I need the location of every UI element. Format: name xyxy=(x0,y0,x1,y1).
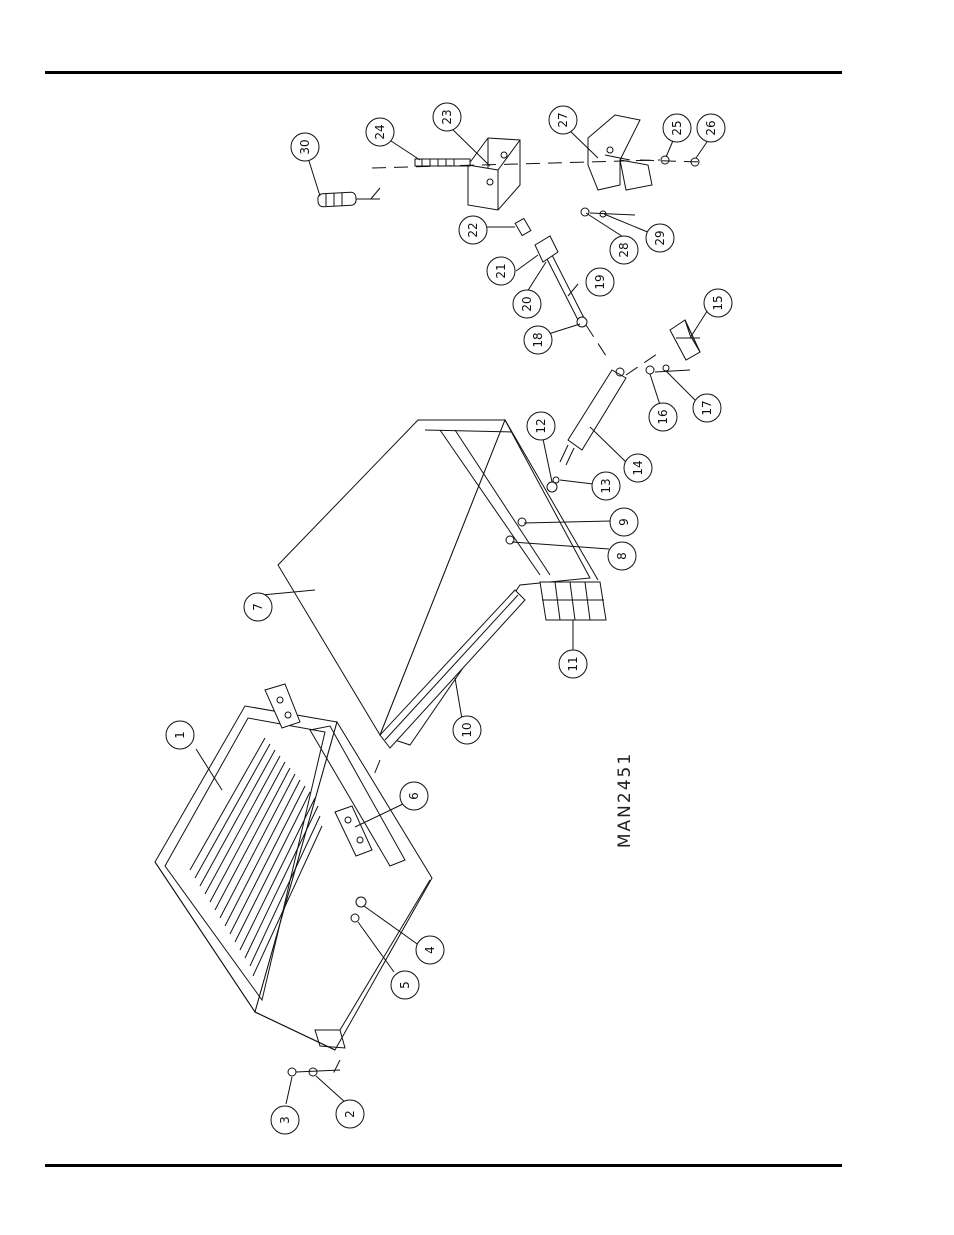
nut-2 xyxy=(308,1067,318,1077)
svg-text:10: 10 xyxy=(460,722,474,737)
hinge-plate-lower xyxy=(334,805,373,857)
callout-9: 9 xyxy=(609,507,639,537)
cabinet-housing xyxy=(154,705,433,1051)
washer-12 xyxy=(546,481,558,493)
mounting-block xyxy=(467,137,521,211)
nut-9 xyxy=(517,517,527,527)
gas-strut xyxy=(559,367,627,466)
grille xyxy=(189,737,323,977)
assembly-centerlines xyxy=(329,159,701,1081)
callout-16: 16 xyxy=(648,402,678,432)
svg-text:7: 7 xyxy=(251,603,265,611)
callout-27: 27 xyxy=(548,105,578,135)
svg-text:3: 3 xyxy=(278,1116,292,1124)
callout-18: 18 xyxy=(523,325,553,355)
svg-text:5: 5 xyxy=(398,981,412,989)
spacer-22 xyxy=(514,217,532,237)
bottom-rule xyxy=(45,1164,842,1167)
svg-text:21: 21 xyxy=(494,263,508,278)
callout-2: 2 xyxy=(335,1099,365,1129)
callout-22: 22 xyxy=(458,215,488,245)
svg-text:17: 17 xyxy=(700,400,714,415)
callout-3: 3 xyxy=(270,1105,300,1135)
handle-knob xyxy=(317,191,380,208)
callout-21: 21 xyxy=(486,256,516,286)
svg-text:24: 24 xyxy=(373,124,387,139)
callout-1: 1 xyxy=(165,720,195,750)
callout-12: 12 xyxy=(526,411,556,441)
strut-bracket xyxy=(669,319,701,361)
callout-20: 20 xyxy=(512,289,542,319)
svg-text:12: 12 xyxy=(534,418,548,433)
angle-bracket xyxy=(587,114,653,191)
svg-text:19: 19 xyxy=(593,274,607,289)
callout-11: 11 xyxy=(558,649,588,679)
svg-text:26: 26 xyxy=(704,120,718,135)
callout-10: 10 xyxy=(452,715,482,745)
screw-5 xyxy=(350,913,360,923)
callout-8: 8 xyxy=(607,541,637,571)
callout-26: 26 xyxy=(696,113,726,143)
svg-text:16: 16 xyxy=(656,409,670,424)
bolt-13 xyxy=(552,476,560,484)
svg-text:27: 27 xyxy=(556,112,570,127)
callout-30: 30 xyxy=(290,132,320,162)
svg-text:15: 15 xyxy=(711,295,725,310)
rod-assembly xyxy=(534,235,588,328)
callout-23: 23 xyxy=(432,102,462,132)
svg-text:8: 8 xyxy=(615,552,629,560)
callout-4: 4 xyxy=(415,935,445,965)
screw-8 xyxy=(505,535,515,545)
svg-text:28: 28 xyxy=(617,242,631,257)
svg-text:6: 6 xyxy=(407,792,421,800)
callout-15: 15 xyxy=(703,288,733,318)
svg-text:30: 30 xyxy=(298,139,312,154)
svg-text:23: 23 xyxy=(440,109,454,124)
threaded-rod xyxy=(414,158,471,167)
svg-text:20: 20 xyxy=(520,296,534,311)
svg-text:1: 1 xyxy=(173,731,187,739)
svg-text:25: 25 xyxy=(670,120,684,135)
drawing-id: MAN2451 xyxy=(615,752,635,848)
callout-25: 25 xyxy=(662,113,692,143)
callout-19: 19 xyxy=(585,267,615,297)
callout-13: 13 xyxy=(591,471,621,501)
callout-14: 14 xyxy=(623,453,653,483)
top-rule xyxy=(45,71,842,74)
svg-text:13: 13 xyxy=(599,478,613,493)
svg-text:11: 11 xyxy=(566,656,580,671)
svg-text:2: 2 xyxy=(343,1110,357,1118)
fasteners-16-17 xyxy=(645,364,691,375)
svg-text:29: 29 xyxy=(653,230,667,245)
nut-25 xyxy=(660,155,670,165)
callout-17: 17 xyxy=(692,393,722,423)
callout-7: 7 xyxy=(243,592,273,622)
washer-4 xyxy=(355,896,367,908)
svg-text:18: 18 xyxy=(531,332,545,347)
callout-5: 5 xyxy=(390,970,420,1000)
callout-28: 28 xyxy=(609,235,639,265)
callout-29: 29 xyxy=(645,223,675,253)
callout-6: 6 xyxy=(399,781,429,811)
hinge-plate-upper xyxy=(264,683,301,729)
lid-rail xyxy=(379,589,526,749)
svg-text:22: 22 xyxy=(466,222,480,237)
callout-24: 24 xyxy=(365,117,395,147)
washer-28 xyxy=(580,207,590,217)
end-block xyxy=(539,581,607,621)
screw-3 xyxy=(287,1067,297,1077)
lid-panel xyxy=(277,418,599,746)
svg-text:14: 14 xyxy=(631,460,645,475)
svg-text:4: 4 xyxy=(423,946,437,954)
svg-text:9: 9 xyxy=(617,518,631,526)
